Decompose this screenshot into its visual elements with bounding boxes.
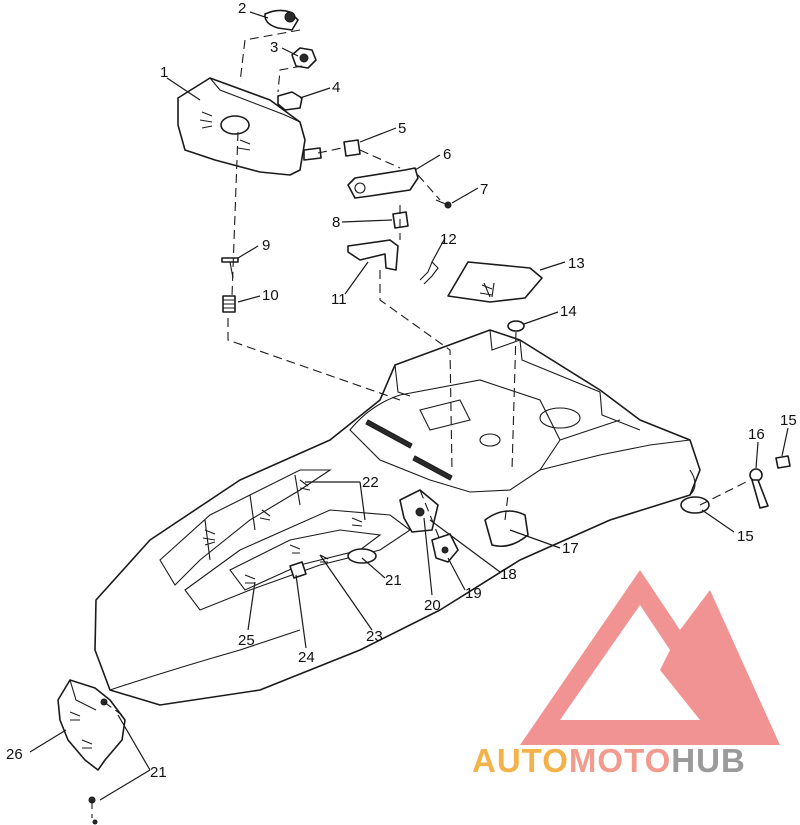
callout-21-front: 21 xyxy=(150,764,167,781)
callout-15-bolt: 15 xyxy=(780,412,797,429)
callout-7: 7 xyxy=(480,181,488,198)
callout-15-lens: 15 xyxy=(737,528,754,545)
leader-lines xyxy=(29,11,789,801)
assembly-lines xyxy=(91,29,751,818)
screw xyxy=(435,199,452,209)
watermark-auto: AUTO xyxy=(472,742,569,779)
callout-10: 10 xyxy=(262,287,279,304)
watermark-text: AUTOMOTOHUB xyxy=(472,742,746,779)
mount-plate xyxy=(399,489,459,563)
callout-5: 5 xyxy=(398,120,406,137)
callout-25: 25 xyxy=(238,632,255,649)
retainer xyxy=(289,561,307,579)
front-bracket xyxy=(57,679,126,825)
watermark-logo xyxy=(520,570,780,745)
watermark-moto: MOTO xyxy=(569,742,671,779)
watermark-hub: HUB xyxy=(671,742,746,779)
callout-23: 23 xyxy=(366,628,383,645)
callout-20: 20 xyxy=(424,597,441,614)
callout-22: 22 xyxy=(362,474,379,491)
callout-1: 1 xyxy=(160,64,168,81)
callout-26: 26 xyxy=(6,746,23,763)
bulb-socket xyxy=(291,47,317,69)
pad xyxy=(343,139,361,157)
connector xyxy=(277,91,303,111)
bulb xyxy=(264,9,299,31)
watermark-triangle-icon xyxy=(520,570,780,745)
callout-labels: 1 2 3 4 5 6 7 8 9 10 11 12 13 14 15 15 1… xyxy=(6,0,797,781)
callout-3: 3 xyxy=(270,39,278,56)
callout-13: 13 xyxy=(568,255,585,272)
tail-lens xyxy=(447,261,543,303)
callout-9: 9 xyxy=(262,237,270,254)
callout-6: 6 xyxy=(443,146,451,163)
callout-8: 8 xyxy=(332,214,340,231)
headlight-housing xyxy=(177,77,322,176)
callout-16: 16 xyxy=(748,426,765,443)
callout-17: 17 xyxy=(562,540,579,557)
fastener xyxy=(347,548,377,564)
callout-12: 12 xyxy=(440,231,457,248)
callout-24: 24 xyxy=(298,649,315,666)
bolt xyxy=(775,455,791,469)
hood-body xyxy=(94,329,710,706)
callout-21-center: 21 xyxy=(385,572,402,589)
callout-14: 14 xyxy=(560,303,577,320)
callout-19: 19 xyxy=(465,585,482,602)
mount-bracket xyxy=(347,167,419,199)
pin xyxy=(221,257,239,279)
clip xyxy=(419,261,439,285)
light-bracket xyxy=(347,239,399,271)
lever xyxy=(749,468,769,509)
callout-11: 11 xyxy=(331,291,347,308)
callout-2: 2 xyxy=(238,0,246,17)
callout-4: 4 xyxy=(332,79,340,96)
callout-18: 18 xyxy=(500,566,517,583)
grommet xyxy=(507,320,525,332)
